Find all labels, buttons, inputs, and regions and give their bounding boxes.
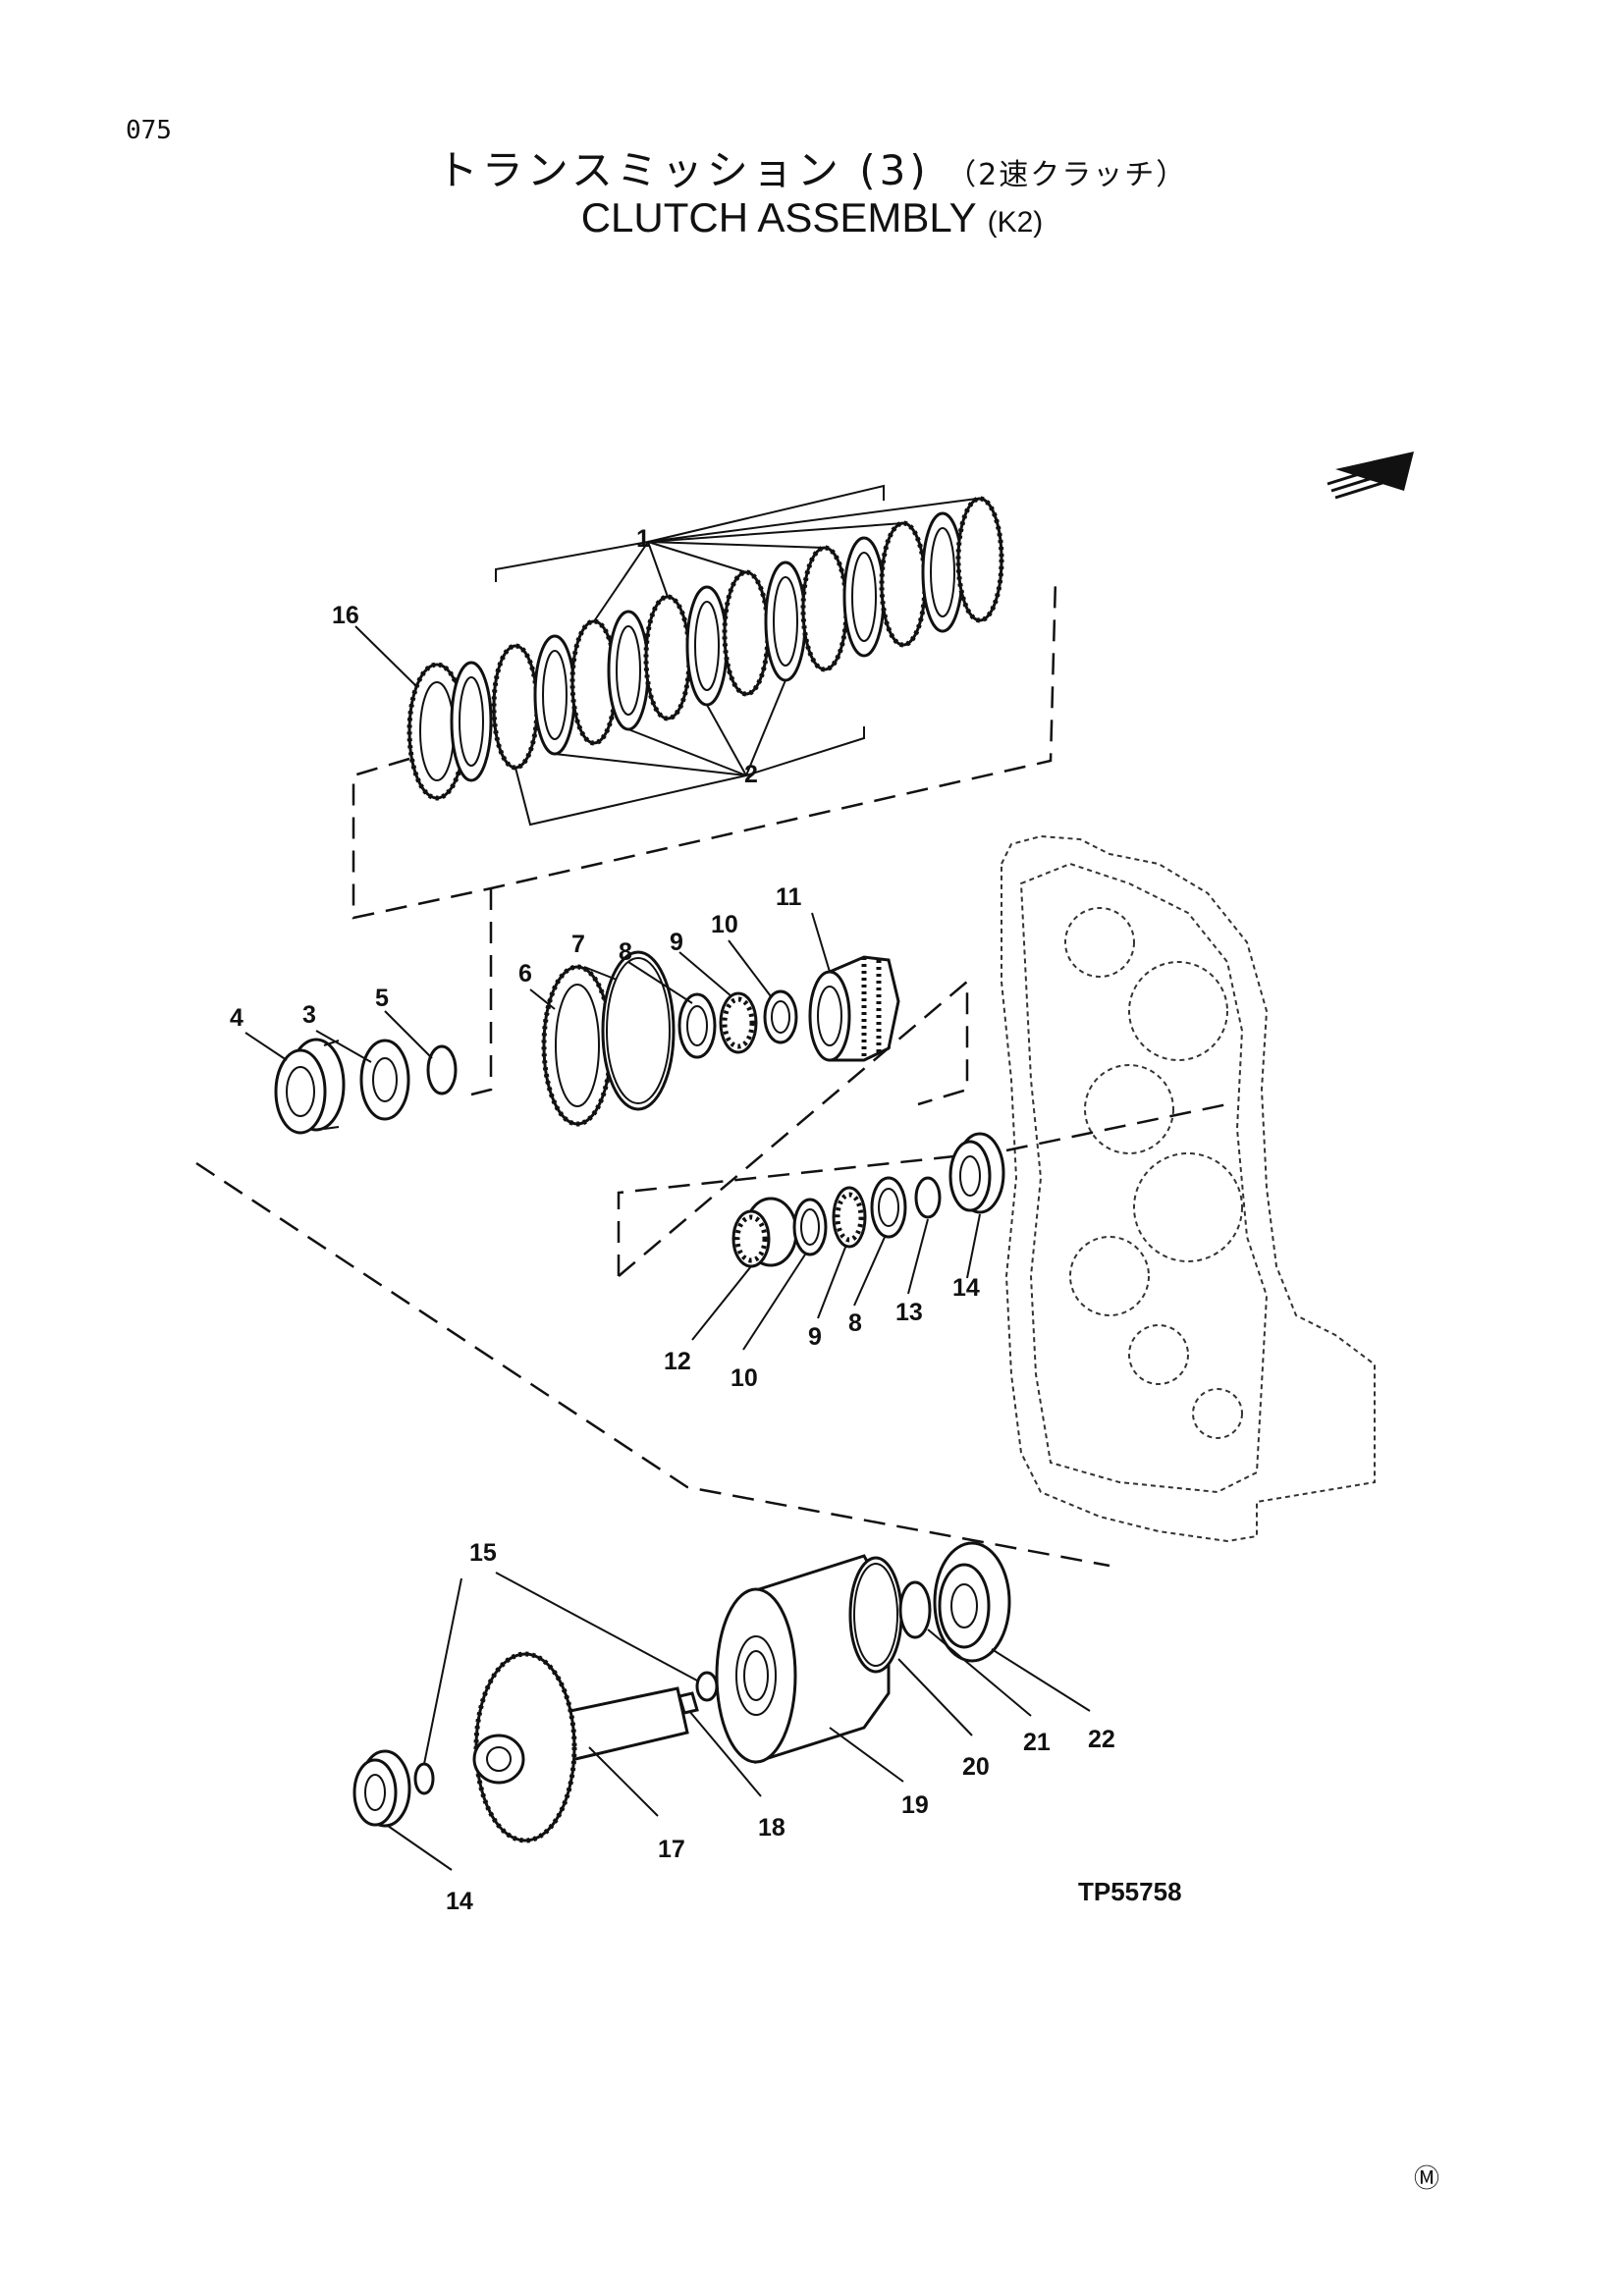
assembly-dash-lines: [195, 578, 1228, 1568]
title-en-sub: (K2): [987, 206, 1044, 239]
front-direction-arrow-icon: [1326, 452, 1414, 500]
callout-8-lower: 8: [848, 1309, 862, 1337]
callout-19: 19: [901, 1791, 929, 1819]
part-4-piston: [274, 1038, 346, 1135]
part-15-snap-ring-left: [413, 1762, 435, 1795]
callout-labels: 1 2 3 4 5 6 7 8 9 10 11 12 13 14 15 16 1…: [230, 525, 1115, 1915]
title-japanese: トランスミッション (3) （2速クラッチ）: [0, 137, 1624, 197]
part-22-piston: [933, 1541, 1011, 1663]
callout-1: 1: [636, 525, 650, 553]
callout-2: 2: [744, 761, 758, 788]
callout-9-lower: 9: [808, 1323, 822, 1351]
part-20-seal-ring: [848, 1556, 903, 1674]
callout-21: 21: [1023, 1729, 1051, 1756]
title-jp-sub: （2速クラッチ）: [947, 158, 1188, 192]
part-8-washer-lower: [870, 1176, 907, 1239]
callout-7: 7: [571, 931, 585, 958]
callout-18: 18: [758, 1814, 785, 1842]
callout-5: 5: [375, 985, 389, 1012]
callout-11: 11: [776, 883, 802, 911]
callout-4: 4: [230, 1004, 244, 1032]
part-12-needle-bearing: [731, 1197, 798, 1268]
title-jp-number: (3): [859, 146, 930, 194]
part-8-washer: [677, 992, 717, 1059]
callout-9: 9: [670, 929, 683, 956]
part-17-shaft-gear: [472, 1651, 689, 1843]
part-10-washer-lower: [792, 1198, 828, 1256]
callout-17: 17: [658, 1836, 685, 1863]
callout-10-lower: 10: [731, 1364, 758, 1392]
callout-14-lower: 14: [446, 1888, 473, 1915]
title-en-main: CLUTCH ASSEMBLY: [580, 194, 976, 240]
callout-15: 15: [469, 1539, 497, 1567]
part-15-snap-ring-right: [695, 1671, 719, 1702]
parts-row-lower: [731, 1132, 1005, 1268]
callout-10: 10: [711, 911, 738, 938]
callout-12: 12: [664, 1348, 691, 1375]
callout-16: 16: [332, 602, 359, 629]
part-14-bearing-right: [948, 1132, 1005, 1214]
part-21-seal-ring: [898, 1580, 932, 1639]
part-14-bearing-left: [352, 1749, 411, 1828]
part-5-snap-ring: [426, 1044, 458, 1095]
parts-row-upper: [274, 950, 900, 1135]
callout-14-upper: 14: [952, 1274, 980, 1302]
page-number: 075: [126, 116, 172, 145]
title-jp-main: トランスミッション: [436, 146, 842, 194]
transmission-housing-outline: [1001, 834, 1376, 1543]
callout-13: 13: [895, 1299, 923, 1326]
clutch-disc-pack: [406, 496, 1004, 801]
part-13-snap-ring: [914, 1176, 942, 1219]
bracket-leaders: [495, 484, 978, 827]
part-7-ring: [601, 950, 676, 1111]
callout-leaders: [244, 625, 1091, 1871]
callout-8: 8: [619, 938, 632, 966]
callout-6: 6: [518, 960, 532, 988]
part-10-washer: [763, 989, 798, 1044]
callout-3: 3: [302, 1001, 316, 1029]
part-11-gear: [808, 955, 900, 1062]
title-english: CLUTCH ASSEMBLY (K2): [0, 194, 1624, 241]
part-3-ring: [359, 1039, 410, 1121]
callout-20: 20: [962, 1753, 990, 1781]
callout-22: 22: [1088, 1726, 1115, 1753]
corner-mark: Ⓜ: [1414, 2164, 1439, 2194]
part-18-pin: [677, 1691, 699, 1715]
figure-code: TP55758: [1078, 1877, 1182, 1906]
